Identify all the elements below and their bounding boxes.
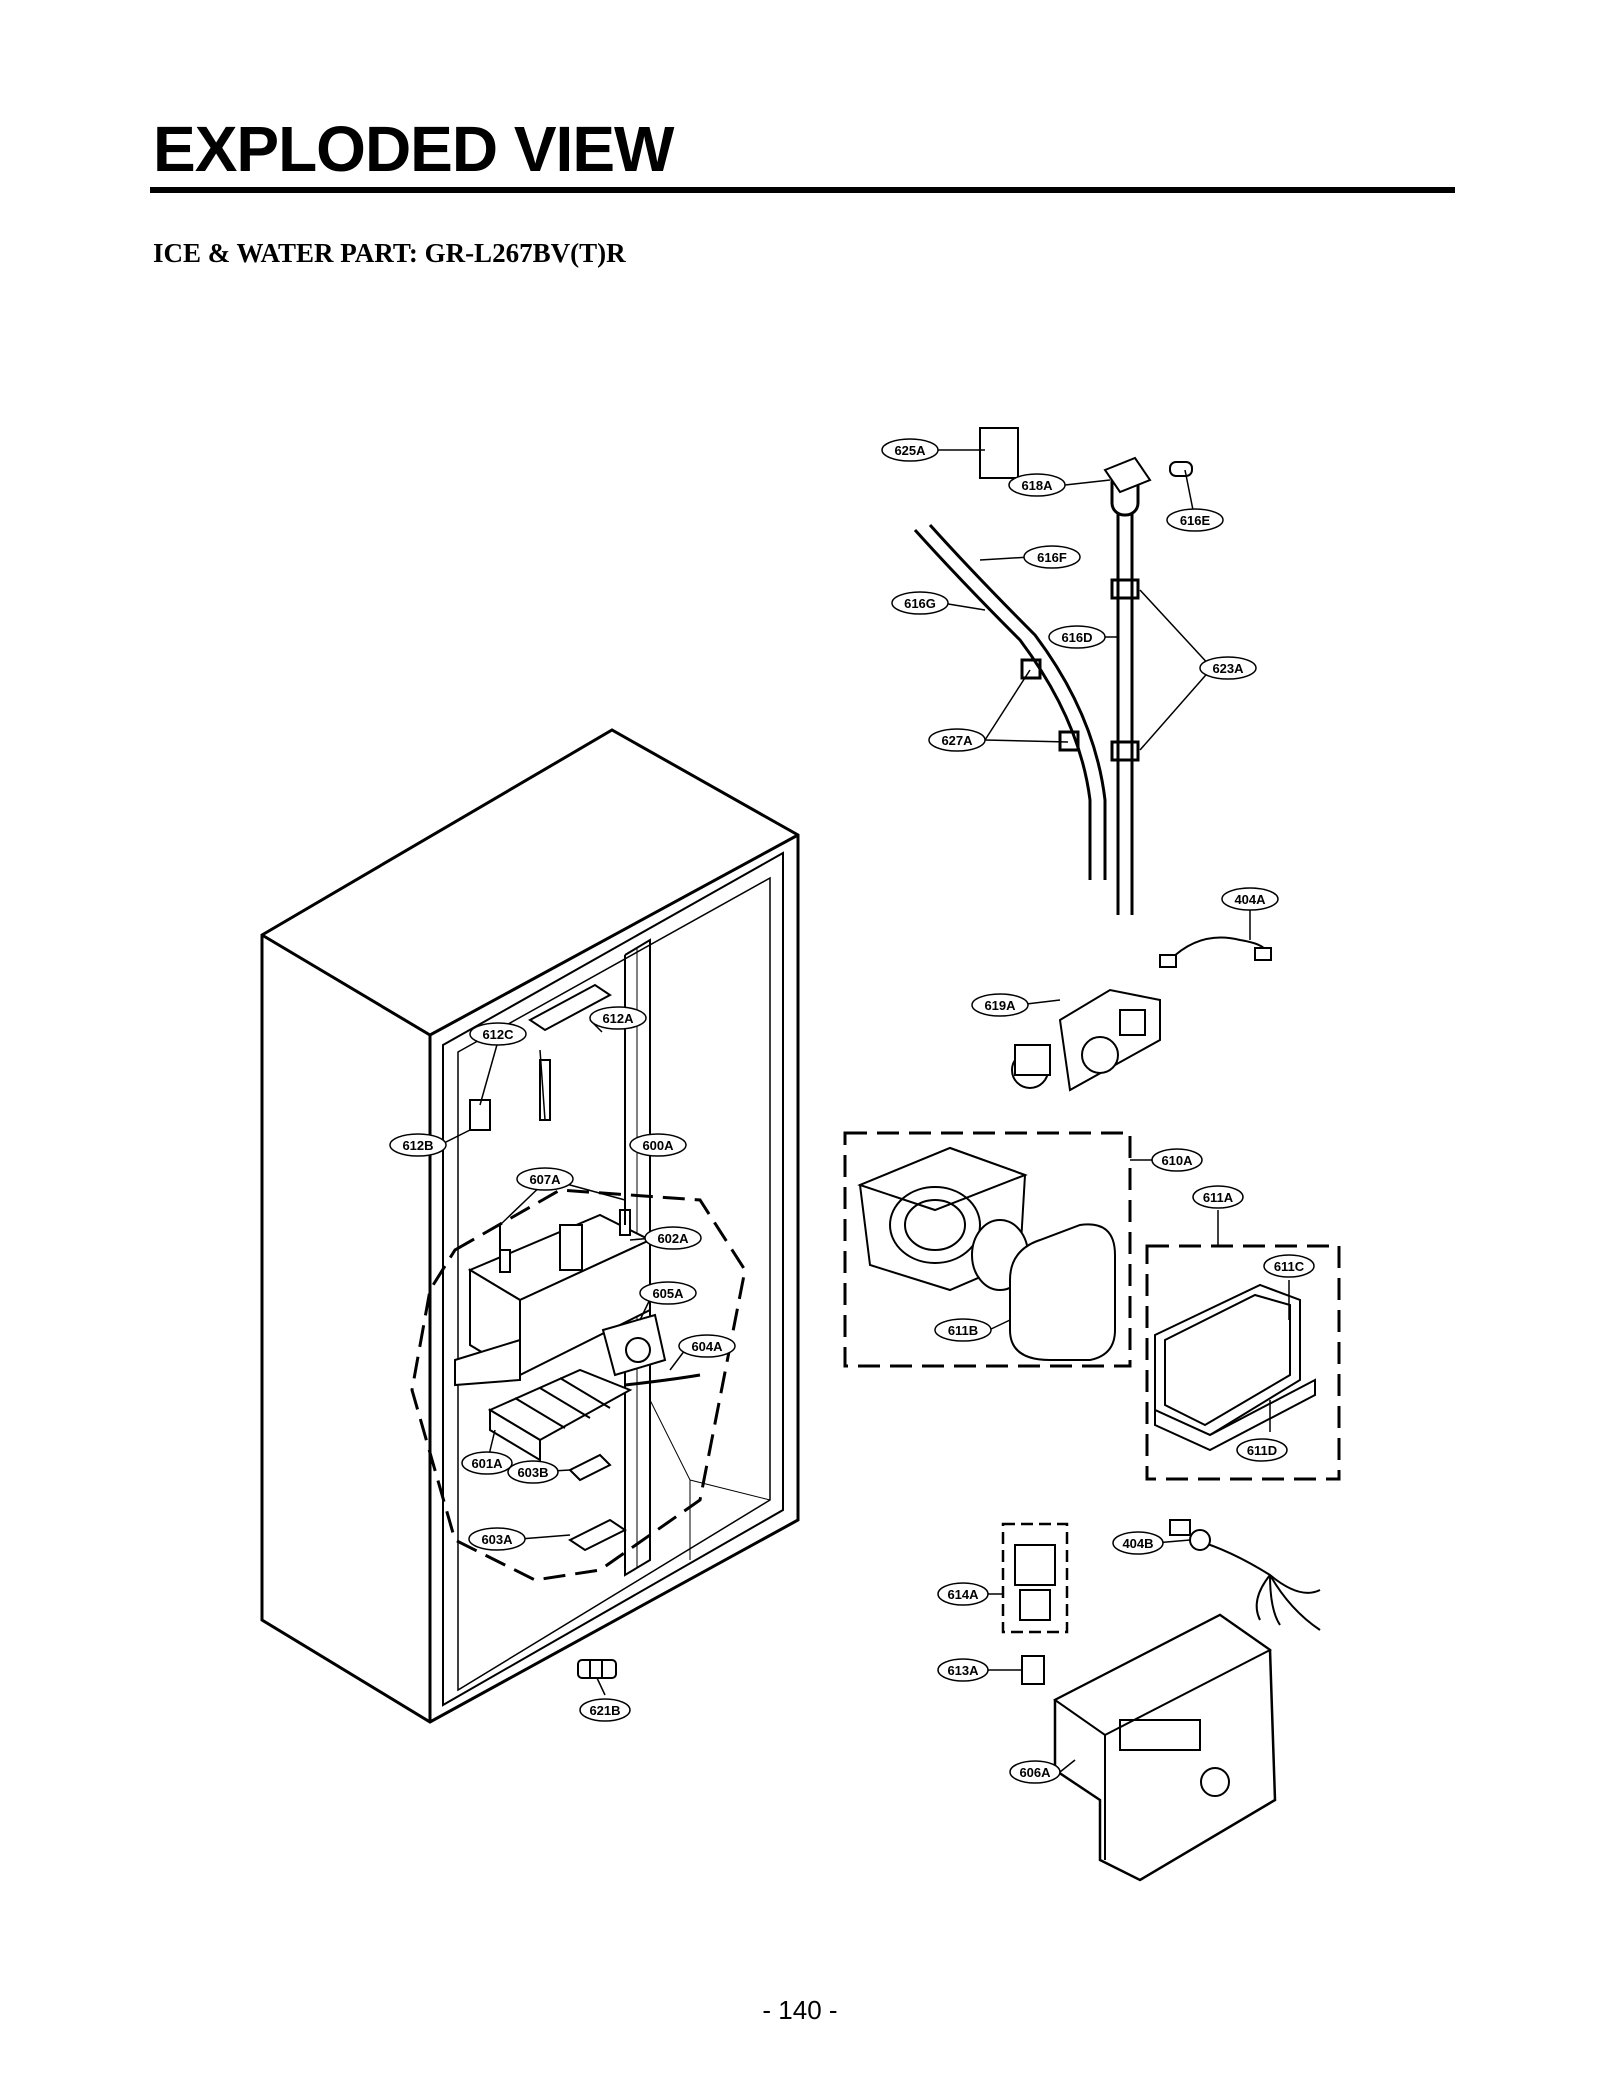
part-label-text: 621B [589,1703,620,1718]
part-label-text: 616D [1061,630,1092,645]
fitting-618a [1103,456,1152,494]
water-tubes [913,468,1140,915]
part-label-606a: 606A [1009,1760,1061,1784]
part-label-text: 627A [941,733,973,748]
part-label-text: 606A [1019,1765,1051,1780]
part-label-618a: 618A [1008,473,1066,497]
part-label-404a: 404A [1221,887,1279,911]
part-label-603a: 603A [468,1527,526,1551]
part-label-text: 603B [517,1465,548,1480]
harness-404a [1169,936,1267,961]
shelf-group-outline [1145,1244,1341,1481]
cover-625a [979,427,1019,479]
part-label-604a: 604A [678,1334,736,1358]
part-label-623a: 623A [1199,656,1257,680]
part-label-627a: 627A [928,728,986,752]
part-label-616d: 616D [1048,625,1106,649]
part-label-text: 613A [947,1663,979,1678]
part-label-605a: 605A [639,1281,697,1305]
bracket-613a [1021,1655,1045,1685]
part-label-text: 611B [948,1323,978,1338]
part-label-text: 605A [652,1286,684,1301]
solenoid-group-outline [1001,1522,1069,1634]
icebin-assembly [857,1146,1116,1361]
page-number: - 140 - [762,1995,838,2025]
part-label-616f: 616F [1023,545,1081,569]
part-label-602a: 602A [644,1226,702,1250]
part-label-600a: 600A [629,1133,687,1157]
part-label-607a: 607A [516,1167,574,1191]
part-label-text: 604A [691,1339,723,1354]
clip-616e [1169,461,1193,477]
part-label-611d: 611D [1236,1438,1288,1462]
part-label-613a: 613A [937,1658,989,1682]
part-label-text: 610A [1161,1153,1193,1168]
part-label-text: 611A [1203,1190,1234,1205]
part-label-text: 616E [1180,513,1211,528]
page-title: EXPLODED VIEW [153,113,674,185]
part-label-text: 612A [602,1011,634,1026]
part-label-text: 612B [402,1138,433,1153]
part-label-text: 625A [894,443,926,458]
part-label-603b: 603B [507,1460,559,1484]
part-label-text: 614A [947,1587,979,1602]
part-label-612c: 612C [469,1022,527,1046]
part-label-601a: 601A [461,1451,513,1475]
part-label-610a: 610A [1151,1148,1203,1172]
part-label-611c: 611C [1263,1254,1315,1278]
part-label-611a: 611A [1192,1185,1244,1209]
part-label-611b: 611B [934,1318,992,1342]
part-label-text: 404B [1122,1536,1153,1551]
fitting-621b [577,1659,617,1679]
part-label-text: 404A [1234,892,1266,907]
part-label-text: 616F [1037,550,1067,565]
icemaker-assembly [454,1200,701,1552]
part-label-625a: 625A [881,438,939,462]
part-label-text: 602A [657,1231,689,1246]
part-label-616e: 616E [1166,508,1224,532]
part-label-text: 603A [481,1532,513,1547]
part-label-619a: 619A [971,993,1029,1017]
part-label-text: 601A [471,1456,503,1471]
shelf-assembly [1154,1283,1316,1452]
part-label-text: 616G [904,596,936,611]
part-label-612b: 612B [389,1133,447,1157]
part-label-text: 611C [1274,1259,1305,1274]
part-label-621b: 621B [579,1698,631,1722]
part-label-text: 611D [1247,1443,1277,1458]
dispenser-housing-606a [1053,1613,1277,1882]
part-label-text: 619A [984,998,1016,1013]
part-label-text: 600A [642,1138,674,1153]
part-label-404b: 404B [1112,1531,1164,1555]
solenoid-614a [1014,1544,1056,1621]
part-label-612a: 612A [589,1006,647,1030]
harness-404b [1169,1519,1321,1631]
part-label-616g: 616G [891,591,949,615]
page-subtitle: ICE & WATER PART: GR-L267BV(T)R [153,238,626,268]
title-rule [150,187,1455,193]
part-label-text: 618A [1021,478,1053,493]
part-label-614a: 614A [937,1582,989,1606]
icebin-group-outline [843,1131,1132,1368]
part-label-text: 623A [1212,661,1244,676]
valve-619a [1011,988,1161,1092]
part-label-text: 612C [482,1027,514,1042]
part-label-text: 607A [529,1172,561,1187]
